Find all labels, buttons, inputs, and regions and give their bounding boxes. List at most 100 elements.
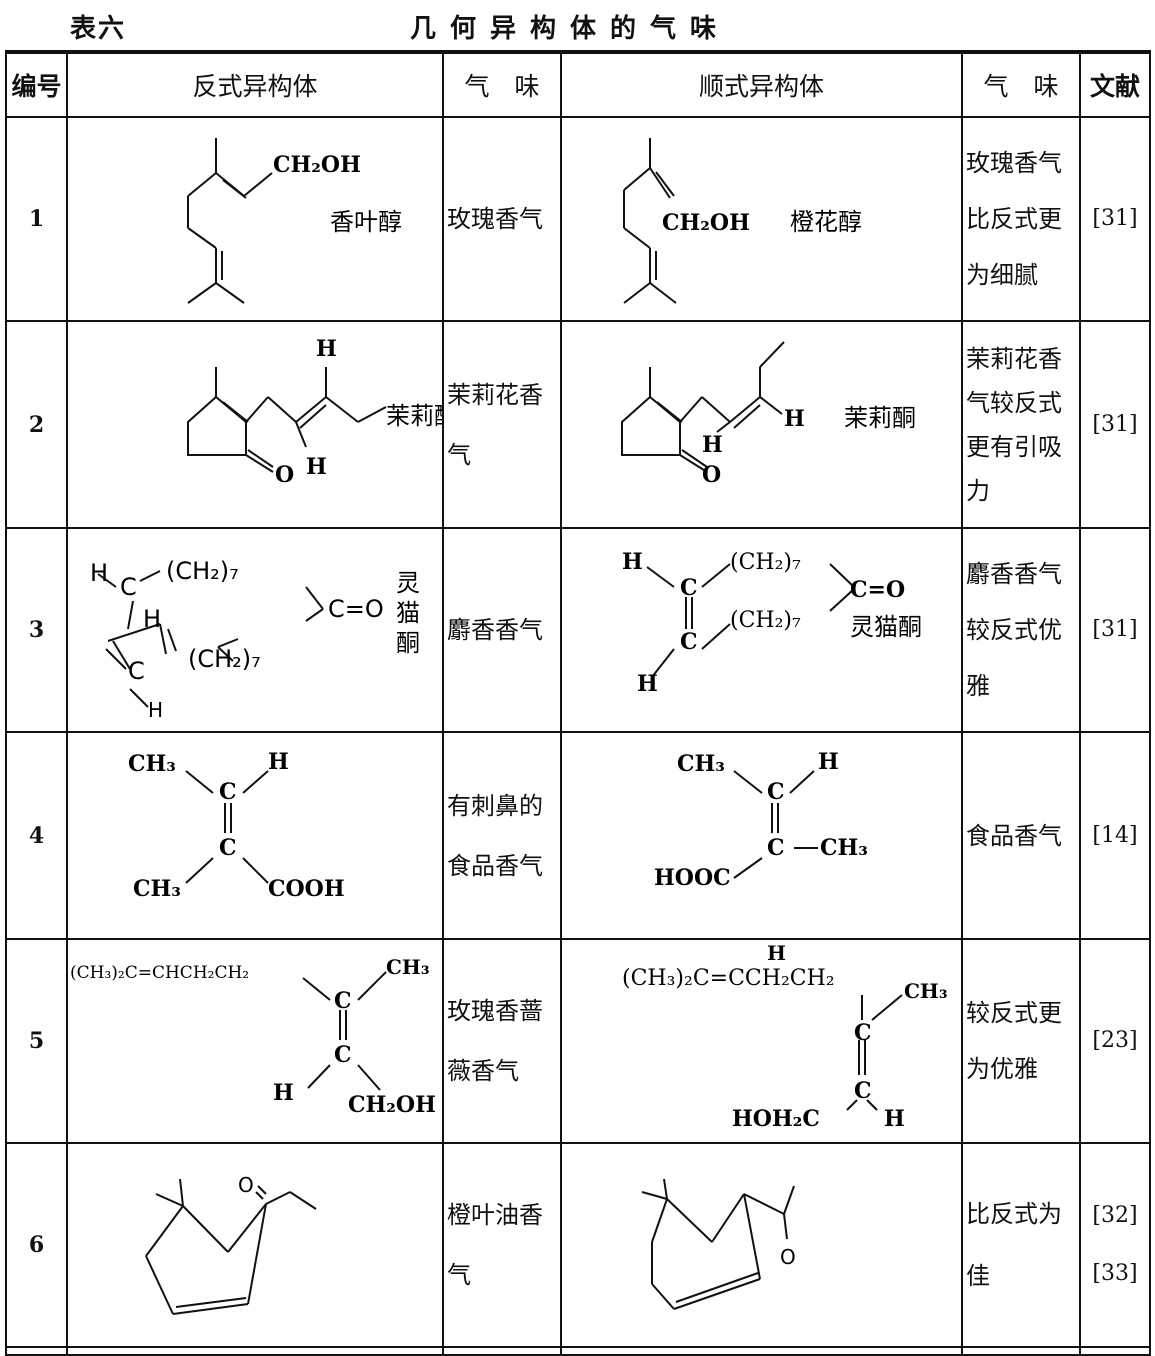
reference: [32] [1092,1203,1138,1228]
header-odor-cis: 气 味 [961,50,1081,118]
odor-line: 薇香气 [447,1057,519,1085]
reference-cell: [31] [1079,116,1151,322]
cis-c2: C [767,835,785,861]
reference-cell: [14] [1079,731,1151,940]
odor-line: 食品香气 [966,821,1062,850]
odor-line: 玫瑰香蔷 [447,997,543,1025]
trans-h: H [268,749,289,775]
odor-line: 为优雅 [966,1055,1038,1083]
odor-line: 有刺鼻的 [447,791,543,820]
trans-h1: H [90,559,108,587]
cis-h-top: H [767,941,786,965]
odor-line: 佳 [966,1262,990,1290]
trans-name-char: 酮 [396,629,420,657]
trans-structure-cyclic-ketone: O [66,1142,444,1348]
cis-o-label: O [702,462,721,488]
trans-h3: H [148,698,163,722]
odor-line: 比反式为 [966,1200,1062,1228]
odor-line: 为细腻 [966,261,1038,289]
reference: [31] [1092,411,1138,437]
odor-line: 较反式优 [966,616,1062,644]
continuation-row [5,1346,1151,1356]
odor-line: 玫瑰香气 [966,149,1062,177]
cis-c1: C [767,779,785,805]
trans-structure-tiglic-acid: CH₃ H C C CH₃ COOH [66,731,444,940]
table-row: 2 H H [5,320,1151,529]
cis-h-bottom: H [702,432,723,458]
cis-odor-cell: 茉莉花香 气较反式 更有引吸 力 [961,320,1081,529]
odor-line: 更有引吸 [966,432,1062,461]
trans-odor-cell: 玫瑰香蔷 薇香气 [442,938,562,1144]
trans-ch3: CH₃ [386,955,430,979]
trans-structure-row5: (CH₃)₂C=CHCH₂CH₂ CH₃ C C H CH₂OH [66,938,444,1144]
table-label: 表六 [70,14,127,44]
odor-line: 气 [447,440,471,469]
odor-line: 玫瑰香气 [447,205,543,233]
isomer-odor-table: 编号 反式异构体 气 味 顺式异构体 气 味 文献 1 [5,50,1151,1356]
odor-line: 较反式更 [966,999,1062,1027]
trans-name-char: 猫 [396,599,420,627]
odor-line: 比反式更 [966,205,1062,233]
row-number: 3 [5,527,68,733]
trans-h: H [273,1080,294,1106]
reference-cell: [23] [1079,938,1151,1144]
cis-ch3: CH₃ [904,979,948,1003]
trans-odor-cell: 有刺鼻的 食品香气 [442,731,562,940]
odor-line: 力 [966,476,990,505]
trans-cooh: COOH [268,876,345,902]
trans-c2: C [219,835,237,861]
trans-structure-jasmone: H H O 茉莉酮 [66,320,444,529]
cis-hooc: HOOC [654,865,731,891]
trans-o-label: O [275,462,294,488]
row-number: 4 [5,731,68,940]
odor-line: 麝香香气 [966,560,1062,588]
odor-line: 橙叶油香 [447,1201,543,1229]
cis-structure-nerol: CH₂OH 橙花醇 [560,116,963,322]
cis-structure-civetone: H C (CH₂)₇ C=O C (CH₂)₇ H 灵猫酮 [560,527,963,733]
cis-ch2oh-label: CH₂OH [662,210,750,236]
cis-h-right: H [784,406,805,432]
cis-name-label: 灵猫酮 [850,613,922,641]
cis-ch2-top: (CH₂)₇ [730,550,801,575]
cis-chain: (CH₃)₂C=CCH₂CH₂ [622,966,835,991]
reference-cell: [31] [1079,320,1151,529]
reference: [23] [1092,1028,1138,1053]
cis-c2: C [854,1078,872,1104]
trans-c1: C [334,988,352,1014]
table-row: 5 (CH₃)₂C=CHCH₂CH₂ CH₃ C C H CH₂OH [5,938,1151,1144]
cis-c2: C [680,629,698,655]
row-number: 6 [5,1142,68,1348]
trans-c1: C [120,573,137,601]
cis-structure-row5: H (CH₃)₂C=CCH₂CH₂ CH₃ C C HOH₂C H [560,938,963,1144]
cis-structure-jasmone: H H O 茉莉酮 [560,320,963,529]
reference-cell: [32] [33] [1079,1142,1151,1348]
reference: [33] [1092,1261,1138,1286]
cis-ch3-right: CH₃ [820,835,868,861]
cis-structure-cyclic-ketone: O [560,1142,963,1348]
trans-chain: (CH₃)₂C=CHCH₂CH₂ [70,963,249,983]
header-row: 编号 反式异构体 气 味 顺式异构体 气 味 文献 [5,50,1151,118]
trans-ch2oh-label: CH₂OH [273,152,361,178]
cis-ch2-bottom: (CH₂)₇ [730,608,801,633]
trans-o-label: O [238,1173,254,1197]
cis-c1: C [680,575,698,601]
trans-c2: C [128,657,145,685]
odor-line: 茉莉花香 [966,344,1062,373]
odor-line: 雅 [966,672,990,700]
cis-ch3-top: CH₃ [677,751,725,777]
header-reference: 文献 [1079,50,1151,118]
reference: [31] [1092,206,1138,231]
row-number: 1 [5,116,68,322]
cis-c1: C [854,1020,872,1046]
cis-odor-cell: 较反式更 为优雅 [961,938,1081,1144]
trans-structure-geraniol: CH₂OH 香叶醇 [66,116,444,322]
trans-h-bottom: H [306,454,327,480]
header-odor-trans: 气 味 [442,50,562,118]
trans-ch2-bottom: (CH₂)₇ [188,645,261,673]
table-caption: 表六 几何异构体的气味 [0,8,1155,44]
cis-h: H [884,1106,905,1132]
trans-ch2oh: CH₂OH [348,1092,436,1118]
table-row: 4 CH₃ H C C CH₃ COOH 有刺鼻的 食 [5,731,1151,940]
odor-line: 气 [447,1261,471,1289]
trans-co: C=O [328,595,384,623]
